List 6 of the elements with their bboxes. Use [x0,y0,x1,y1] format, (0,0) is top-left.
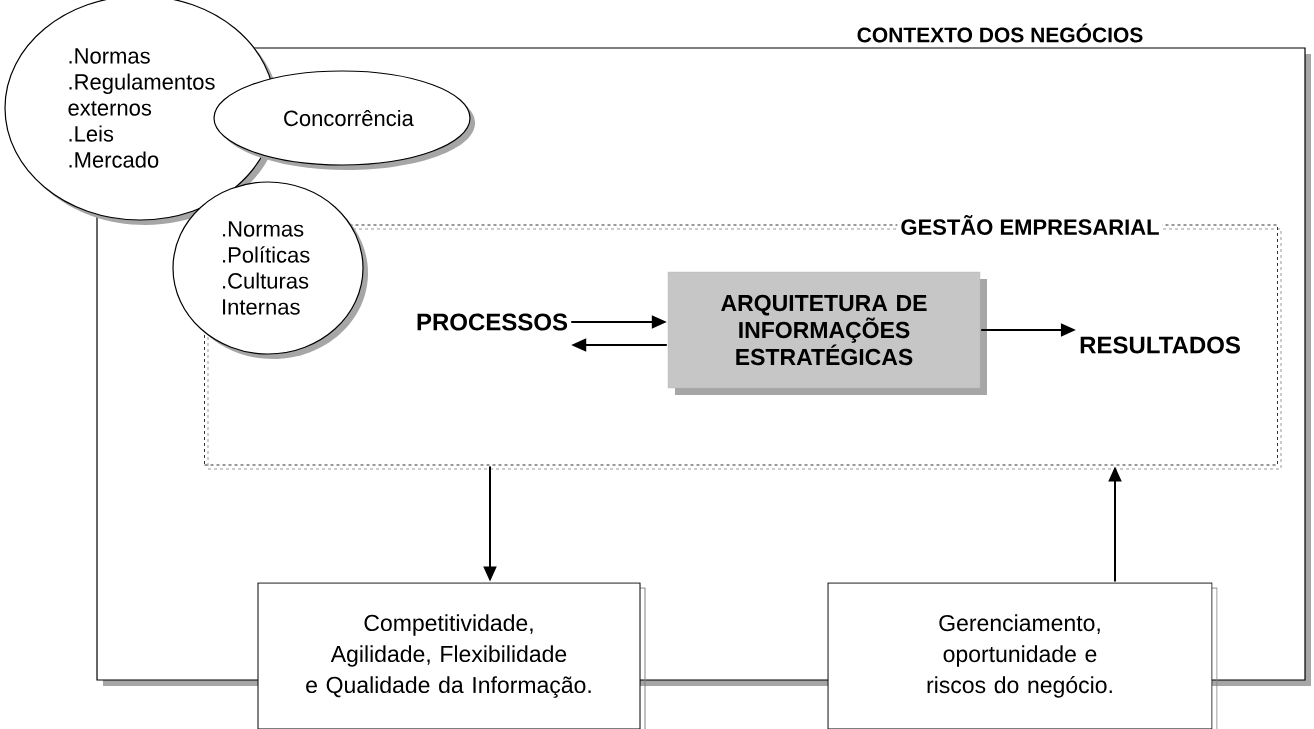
process-box: ARQUITETURA DE INFORMAÇÕES ESTRATÉGICAS [667,271,987,395]
bold-label: RESULTADOS [1080,336,1240,354]
bold-label: PROCESSOS [417,313,568,331]
text-box: Gerenciamento, oportunidade e riscos do negócio. [827,582,1218,729]
node-label: CONTEXTO DOS NEGÓCIOS [857,23,1143,43]
text-box: Competitividade, Agilidade, Flexibilidade e Qualidade da Informação. [257,582,646,729]
